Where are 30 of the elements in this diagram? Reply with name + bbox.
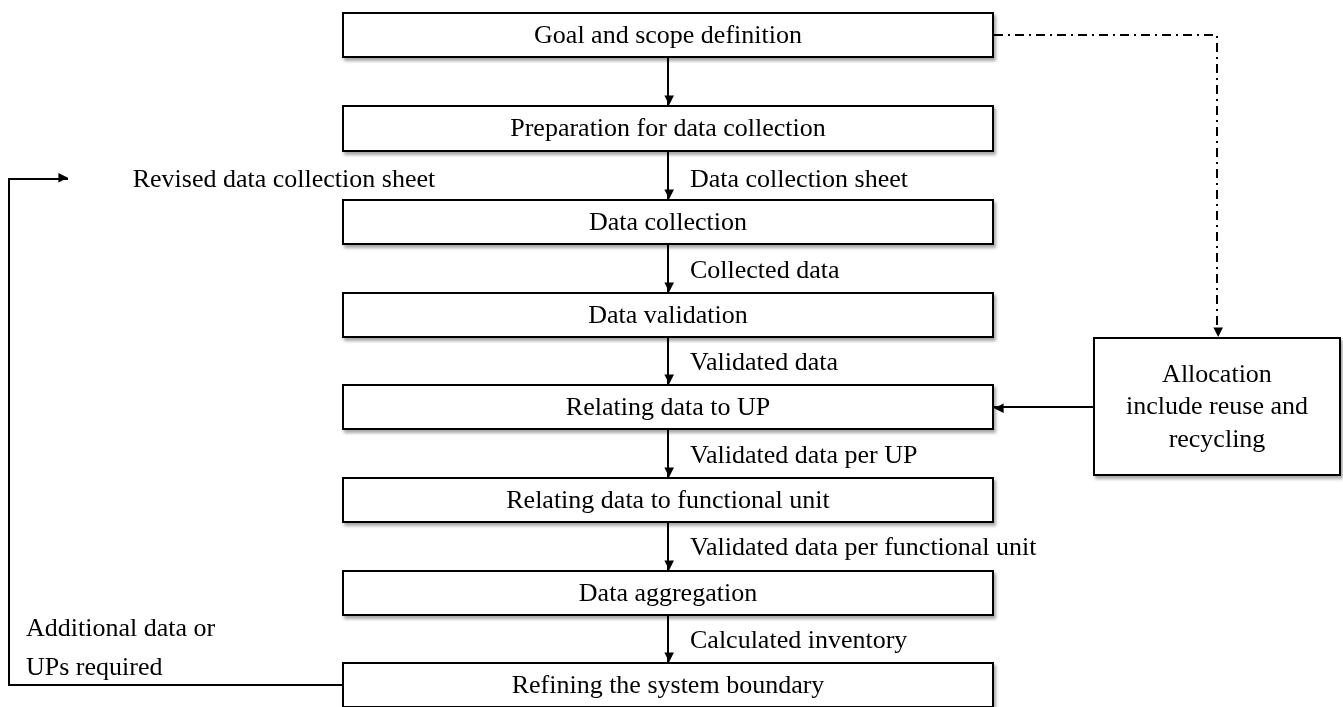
arrow (664, 429, 674, 478)
text-label: Revised data collection sheet (132, 162, 436, 195)
process-box (342, 662, 994, 707)
arrow (664, 337, 674, 385)
arrow (664, 244, 674, 293)
arrow (8, 173, 343, 686)
process-box (342, 570, 994, 616)
box-text: Preparation for data collection (510, 112, 826, 145)
dash-dot-arrow (993, 34, 1223, 338)
box-text: Allocation include reuse and recycling (1125, 357, 1309, 455)
box-text: Relating data to UP (565, 390, 771, 423)
process-box (342, 477, 994, 523)
arrow (993, 403, 1094, 413)
arrow (664, 57, 674, 106)
process-box (342, 12, 994, 58)
arrow (664, 151, 674, 200)
box-text: Data validation (588, 298, 748, 331)
arrow (664, 522, 674, 571)
edge-label: Additional data or UPs required (26, 612, 217, 683)
box-text: Data aggregation (578, 576, 758, 609)
arrow (664, 615, 674, 663)
box-text: Data collection (588, 205, 748, 238)
box-text: Relating data to functional unit (506, 483, 830, 516)
process-box (342, 292, 994, 338)
process-box (342, 199, 994, 245)
process-box (342, 105, 994, 152)
process-box (1093, 337, 1341, 476)
process-box (342, 384, 994, 430)
box-text: Goal and scope definition (534, 18, 802, 51)
box-text: Refining the system boundary (511, 668, 825, 701)
